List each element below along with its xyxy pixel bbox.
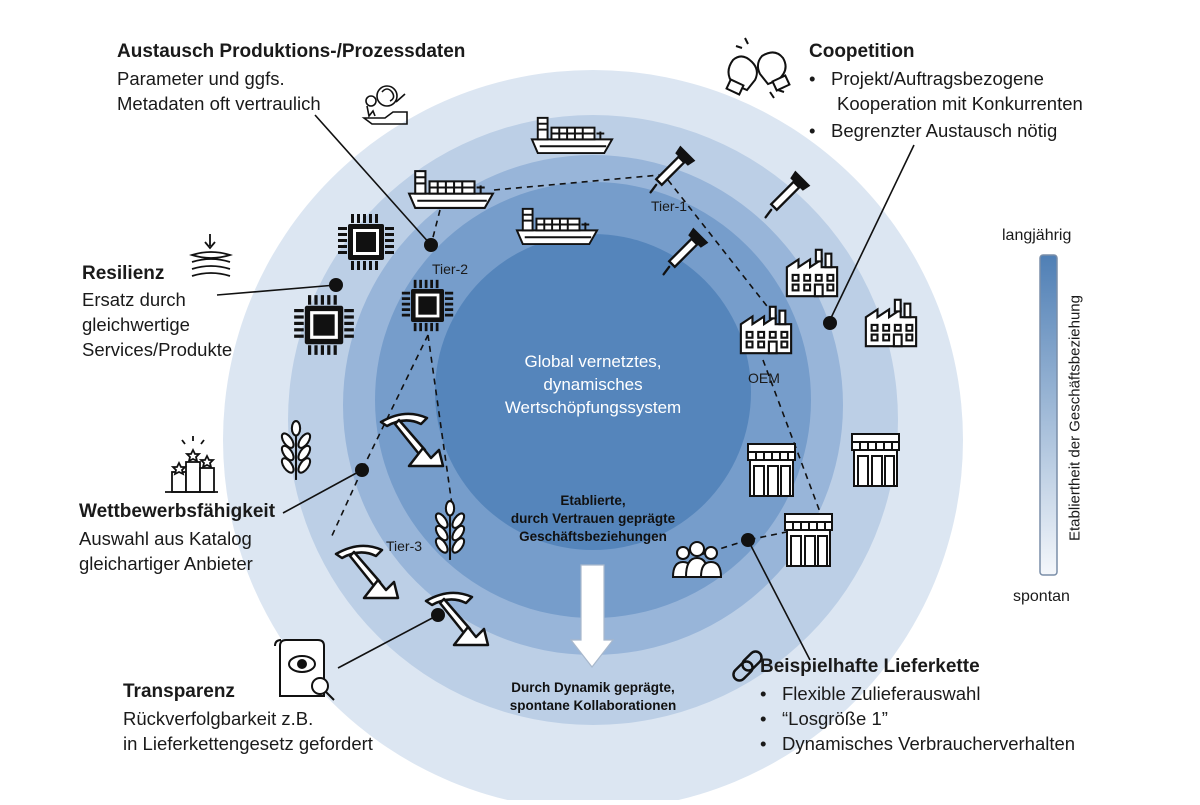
relationship-scale-bar <box>1039 254 1058 576</box>
callout-lieferkette-bullet3: Dynamisches Verbraucherverhalten <box>760 731 1075 756</box>
callout-coopetition-title: Coopetition <box>809 41 915 62</box>
callout-austausch-line2: Metadaten oft vertraulich <box>117 93 321 114</box>
document-search-icon <box>274 639 335 701</box>
chain-link-icon <box>732 650 763 682</box>
inner-ring-label-line3: Geschäftsbeziehungen <box>519 529 667 544</box>
outer-ring-label-line1: Durch Dynamik geprägte, <box>511 680 675 695</box>
shop-icon <box>784 513 833 567</box>
callout-coopetition-bullet1: Projekt/Auftragsbezogene <box>809 66 1044 91</box>
inner-ring-label-line2: durch Vertrauen geprägte <box>510 511 676 526</box>
callout-resilienz-line3: Services/Produkte <box>82 339 233 360</box>
data-exchange-icon <box>361 85 408 125</box>
shop-icon <box>747 443 796 497</box>
callout-wettbewerb-title: Wettbewerbsfähigkeit <box>79 501 276 522</box>
callout-resilienz-title: Resilienz <box>82 263 165 284</box>
callout-transparenz-title: Transparenz <box>123 681 235 702</box>
scale-bottom-label: spontan <box>1013 588 1070 605</box>
callout-lieferkette-bullet2: “Losgröße 1” <box>760 706 888 731</box>
callout-resilienz-line1: Ersatz durch <box>82 289 186 310</box>
shop-icon <box>851 433 900 487</box>
ring-core <box>435 234 751 550</box>
callout-lieferkette-title: Beispielhafte Lieferkette <box>760 656 980 677</box>
boxing-gloves-icon <box>725 37 791 99</box>
callout-coopetition-bullet1-cont: Kooperation mit Konkurrenten <box>837 93 1083 114</box>
arrow-down-icon <box>569 564 615 668</box>
callout-lines <box>216 114 915 669</box>
center-label-line3: Wertschöpfungssystem <box>504 398 682 417</box>
callout-coopetition-bullet2: Begrenzter Austausch nötig <box>809 118 1057 143</box>
callout-lieferkette-bullet1: Flexible Zulieferauswahl <box>760 681 980 706</box>
scale-top-label: langjährig <box>1002 227 1072 244</box>
tier1-label: Tier-1 <box>651 198 688 214</box>
layers-icon <box>189 234 233 277</box>
podium-icon <box>165 436 218 493</box>
callout-wettbewerb-line1: Auswahl aus Katalog <box>79 528 252 549</box>
inner-ring-label-line1: Etablierte, <box>560 493 626 508</box>
center-label-line2: dynamisches <box>543 375 643 394</box>
oem-label: OEM <box>748 370 780 386</box>
callout-transparenz-line2: in Lieferkettengesetz gefordert <box>123 733 373 754</box>
supply-chain-lines <box>329 174 821 556</box>
callout-transparenz-line1: Rückverfolgbarkeit z.B. <box>123 708 314 729</box>
scale-axis-label: Etabliertheit der Geschäftsbeziehung <box>1066 295 1084 541</box>
callout-resilienz-line2: gleichwertige <box>82 314 190 335</box>
outer-ring-label-line2: spontane Kollaborationen <box>509 698 677 713</box>
callout-austausch-line1: Parameter und ggfs. <box>117 68 285 89</box>
people-icon <box>671 541 723 578</box>
tier3-label: Tier-3 <box>386 538 423 554</box>
tier2-label: Tier-2 <box>432 261 469 277</box>
callout-austausch-title: Austausch Produktions-/Prozessdaten <box>117 41 466 62</box>
center-label-line1: Global vernetztes, <box>524 352 662 371</box>
callout-wettbewerb-line2: gleichartiger Anbieter <box>79 553 253 574</box>
connection-dots <box>329 238 837 622</box>
